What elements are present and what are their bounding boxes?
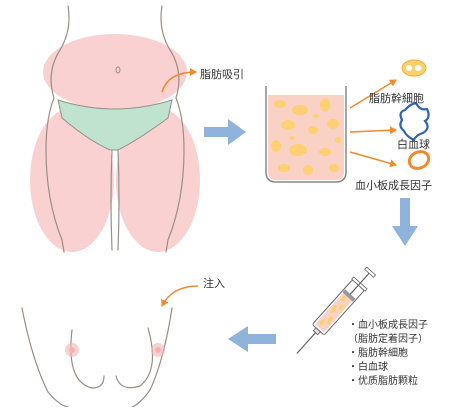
stem-cell-label: 脂肪幹細胞	[369, 92, 424, 105]
component-arrows	[349, 79, 397, 168]
right-thigh-fat-area	[116, 108, 200, 252]
platelet-growth-factor-label: 血小板成長因子	[355, 179, 432, 192]
stem-cell-icon	[401, 59, 427, 77]
torso-figure	[30, 5, 200, 253]
arrow-to-stem-cell	[349, 79, 397, 109]
white-blood-cell-icon	[399, 101, 430, 142]
injection-contents-item: ・白血球	[348, 362, 388, 373]
injection-label: 注入	[203, 277, 225, 290]
torso-outline	[45, 5, 185, 253]
left-thigh-fat-area	[30, 108, 114, 252]
flow-arrow-to-beaker	[204, 119, 246, 145]
injection-contents-item: ・脂肪幹細胞	[348, 348, 408, 359]
injection-arrow	[161, 285, 199, 307]
injection-contents-item: （脂肪定着因子）	[348, 334, 428, 345]
arrow-to-platelet	[349, 151, 397, 168]
injection-contents-item: ・优质脂肪颗粒	[348, 376, 418, 387]
arrow-to-white-blood-cell	[349, 126, 397, 135]
liposuction-arrow	[161, 68, 197, 93]
platelet-icon	[407, 150, 431, 170]
left-nipple-center	[69, 347, 75, 353]
right-nipple-center	[155, 347, 161, 353]
fat-globules	[271, 98, 341, 175]
chest-figure	[21, 307, 173, 408]
injection-contents-list: ・血小板成長因子 （脂肪定着因子） ・脂肪幹細胞 ・白血球 ・优质脂肪颗粒	[348, 319, 428, 389]
injection-contents-item: ・血小板成長因子	[348, 320, 428, 331]
chest-outline	[21, 307, 173, 408]
white-blood-cell-label: 白血球	[397, 138, 430, 151]
syringe	[296, 266, 377, 354]
flow-arrow-down	[392, 198, 418, 246]
beaker-glass	[265, 86, 347, 183]
navel	[115, 66, 121, 74]
syringe-plunger	[349, 272, 370, 295]
beaker	[265, 86, 347, 183]
flow-arrow-to-breast	[228, 326, 276, 352]
liposuction-label: 脂肪吸引	[200, 68, 244, 81]
underwear	[57, 99, 173, 151]
abdomen-fat-area	[43, 34, 187, 110]
syringe-needle	[296, 332, 317, 354]
